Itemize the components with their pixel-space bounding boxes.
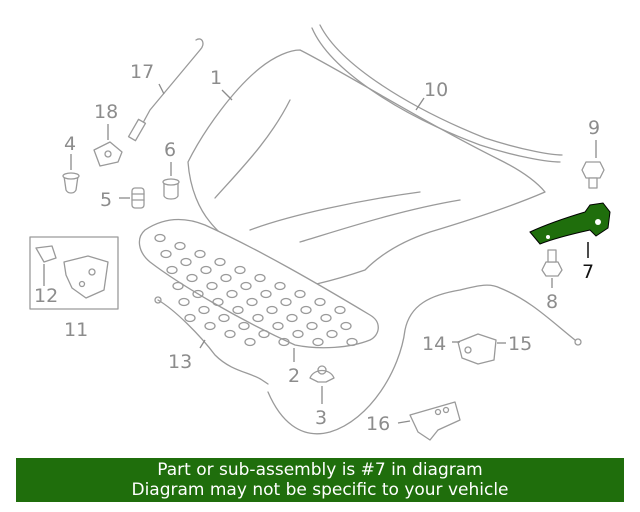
leader-lines — [43, 83, 597, 424]
weatherstrip-10 — [311, 24, 563, 163]
pad-dimple — [224, 329, 236, 339]
pad-dimple — [214, 257, 226, 267]
callout-2: 2 — [288, 365, 300, 387]
callout-1: 1 — [210, 67, 222, 89]
pad-dimple — [184, 313, 196, 323]
pad-dimple — [226, 289, 238, 299]
pad-dimple — [292, 329, 304, 339]
pad-dimple — [166, 265, 178, 275]
pad-dimple — [204, 321, 216, 331]
pad-dimple — [232, 305, 244, 315]
pad-dimple — [280, 297, 292, 307]
pad-dimple — [300, 305, 312, 315]
clip-18 — [93, 141, 123, 167]
pad-dimple — [334, 305, 346, 315]
pad-dimple — [340, 321, 352, 331]
pad-dimple — [252, 313, 264, 323]
callout-11: 11 — [64, 319, 88, 341]
callout-15: 15 — [508, 333, 532, 355]
parts-diagram: 1 2 3 4 5 6 7 8 9 10 11 12 13 14 15 16 1… — [29, 24, 611, 441]
pad-dimple — [254, 273, 266, 283]
pad-dimple — [314, 297, 326, 307]
hinge-7-highlighted — [529, 202, 611, 245]
callout-18: 18 — [94, 101, 118, 123]
pad-dimple — [180, 257, 192, 267]
pad-dimple — [206, 281, 218, 291]
pad-dimple — [274, 281, 286, 291]
grommet-5 — [131, 187, 145, 209]
callout-6: 6 — [164, 139, 176, 161]
banner-line-1: Part or sub-assembly is #7 in diagram — [157, 460, 483, 480]
pad-dimple — [212, 297, 224, 307]
pad-dimple — [186, 273, 198, 283]
callout-14: 14 — [422, 333, 446, 355]
pad-dimple — [234, 265, 246, 275]
banner-line-2: Diagram may not be specific to your vehi… — [131, 480, 509, 500]
handle-16 — [409, 401, 461, 441]
release-cable-13 — [154, 296, 269, 385]
callout-8: 8 — [546, 291, 558, 313]
pad-dimple — [220, 273, 232, 283]
pad-dimple — [306, 321, 318, 331]
pad-dimple — [312, 337, 324, 347]
pad-dimple — [192, 289, 204, 299]
support-rod-17 — [127, 38, 204, 142]
pad-dimple — [244, 337, 256, 347]
pad-dimple — [258, 329, 270, 339]
pad-dimple — [246, 297, 258, 307]
callout-4: 4 — [64, 133, 76, 155]
pad-dimple — [286, 313, 298, 323]
bolt-9 — [581, 161, 605, 189]
callout-9: 9 — [588, 117, 600, 139]
pad-dimple — [320, 313, 332, 323]
callout-13: 13 — [168, 351, 192, 373]
pad-dimple — [178, 297, 190, 307]
pad-dimple — [160, 249, 172, 259]
pad-dimple — [174, 241, 186, 251]
callout-12: 12 — [34, 285, 58, 307]
pad-dimple — [326, 329, 338, 339]
pad-dimple — [198, 305, 210, 315]
pad-dimple — [294, 289, 306, 299]
pad-dimple — [240, 281, 252, 291]
latch-group-11 — [29, 236, 119, 310]
pad-dimple — [278, 337, 290, 347]
callout-17: 17 — [130, 61, 154, 83]
callout-5: 5 — [100, 189, 112, 211]
pad-dimple — [218, 313, 230, 323]
pad-dimple — [238, 321, 250, 331]
pad-dimple — [200, 265, 212, 275]
pad-dimple — [266, 305, 278, 315]
bolt-8 — [541, 249, 563, 277]
callout-16: 16 — [366, 413, 390, 435]
insulator-pad-2 — [138, 218, 379, 349]
pad-dimple — [272, 321, 284, 331]
pad-dimple — [194, 249, 206, 259]
release-cable-14 — [267, 284, 582, 435]
callout-3: 3 — [315, 407, 327, 429]
pad-dimple — [346, 337, 358, 347]
bumper-6 — [162, 178, 180, 200]
bumper-4 — [62, 172, 80, 194]
callout-10: 10 — [424, 79, 448, 101]
pad-dimple — [260, 289, 272, 299]
callout-7: 7 — [582, 261, 594, 283]
pad-dimple — [154, 233, 166, 243]
retainer-3 — [309, 365, 335, 383]
part-info-banner: Part or sub-assembly is #7 in diagram Di… — [16, 458, 624, 502]
pad-dimple — [172, 281, 184, 291]
bracket-15 — [457, 333, 497, 365]
